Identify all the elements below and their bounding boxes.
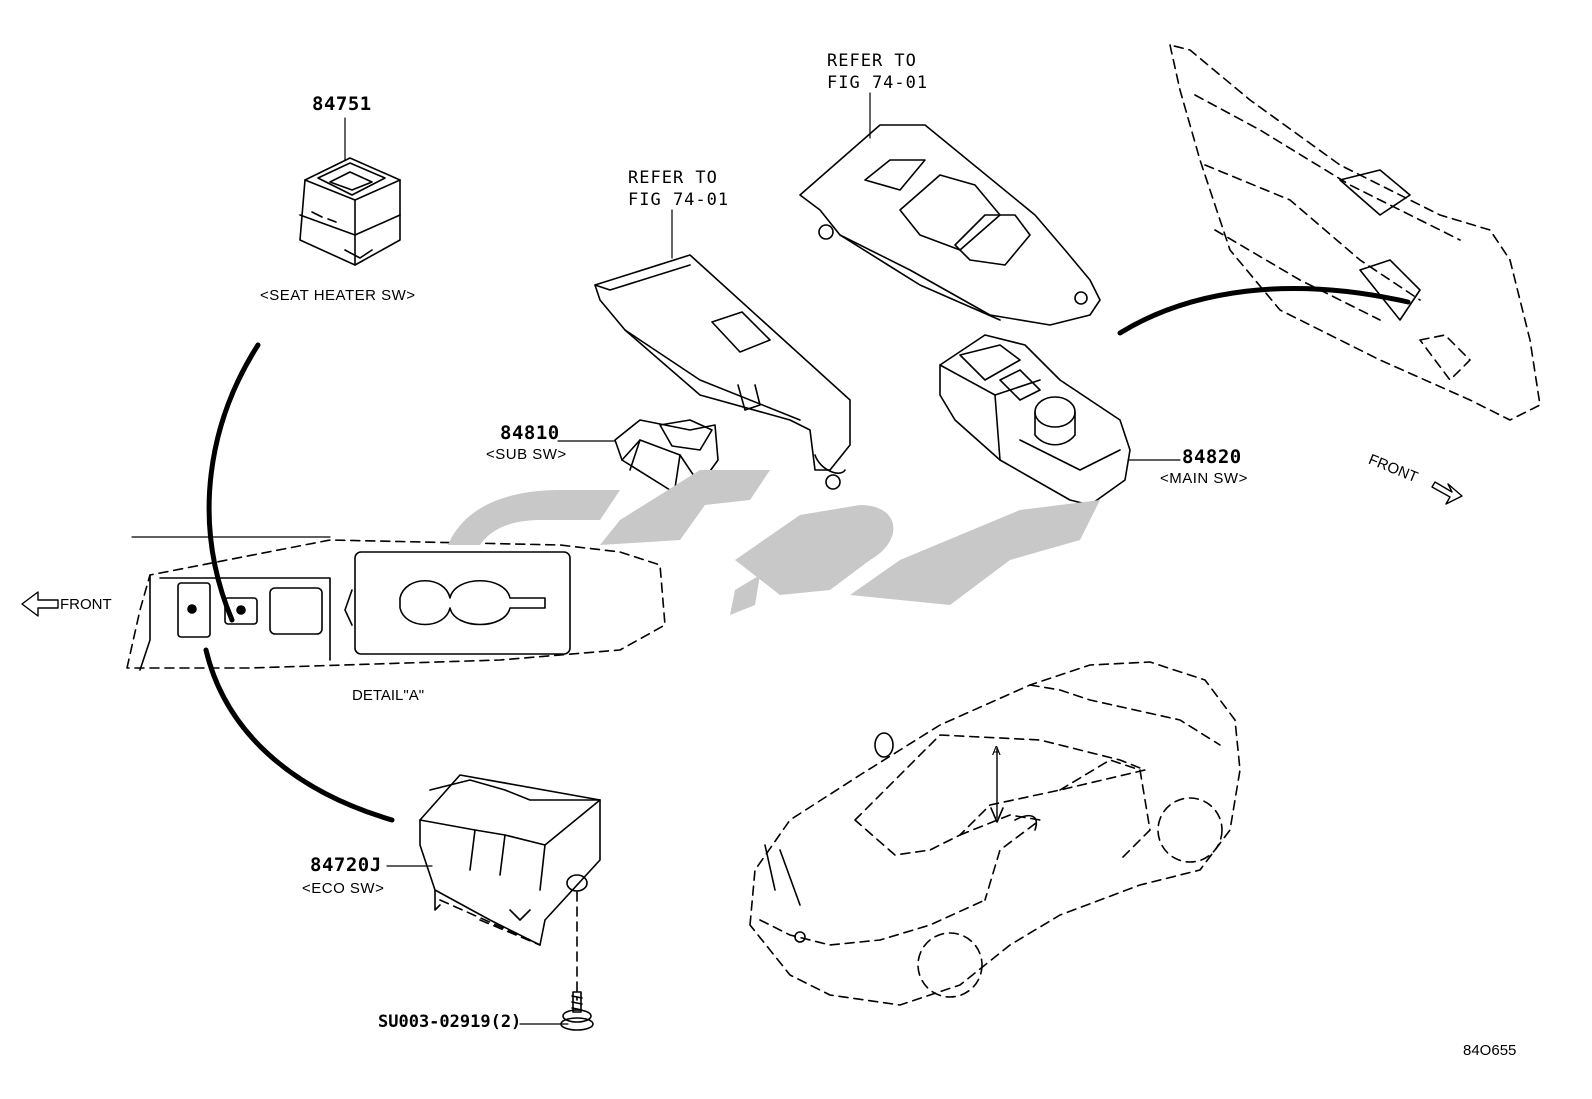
refer-mid-line2: FIG 74-01 [628, 190, 730, 210]
part-name-sub-sw: <SUB SW> [486, 446, 567, 463]
refer-top-line2: FIG 74-01 [827, 73, 929, 93]
part-number-eco-sw: 84720J [310, 854, 382, 876]
door-panel-drawing [1169, 44, 1541, 421]
watermark-logo [448, 470, 1100, 615]
part-name-seat-heater: <SEAT HEATER SW> [260, 287, 416, 304]
detail-a-label: DETAIL"A" [352, 687, 425, 704]
front-arrow-left-icon [21, 591, 59, 617]
main-switch-drawing [939, 334, 1181, 506]
screw-drawing [519, 991, 594, 1031]
leader-curve-eco [203, 647, 395, 823]
detail-a-console-drawing [126, 536, 666, 671]
leader-curve-seat-heater [206, 342, 261, 623]
part-name-eco-sw: <ECO SW> [302, 880, 385, 897]
part-number-seat-heater: 84751 [312, 93, 372, 115]
car-drawing [749, 661, 1241, 1006]
part-number-main-sw: 84820 [1182, 446, 1242, 468]
part-name-main-sw: <MAIN SW> [1160, 470, 1248, 487]
eco-switch-drawing [386, 774, 601, 1001]
door-wire [1117, 285, 1411, 336]
seat-heater-switch-drawing [299, 117, 401, 266]
refer-top-line1: REFER TO [827, 51, 917, 71]
front-arrow-right-icon [1431, 481, 1463, 505]
part-number-sub-sw: 84810 [500, 422, 560, 444]
diagram-code: 84O655 [1463, 1042, 1517, 1059]
sub-switch-drawing [557, 419, 719, 491]
switch-panel-mid-drawing [594, 209, 851, 490]
detail-a-marker: A [992, 743, 1001, 758]
switch-panel-top-drawing [799, 92, 1101, 326]
front-label-left: FRONT [60, 596, 112, 613]
part-number-screw: SU003-02919(2) [378, 1012, 522, 1032]
refer-mid-line1: REFER TO [628, 168, 718, 188]
